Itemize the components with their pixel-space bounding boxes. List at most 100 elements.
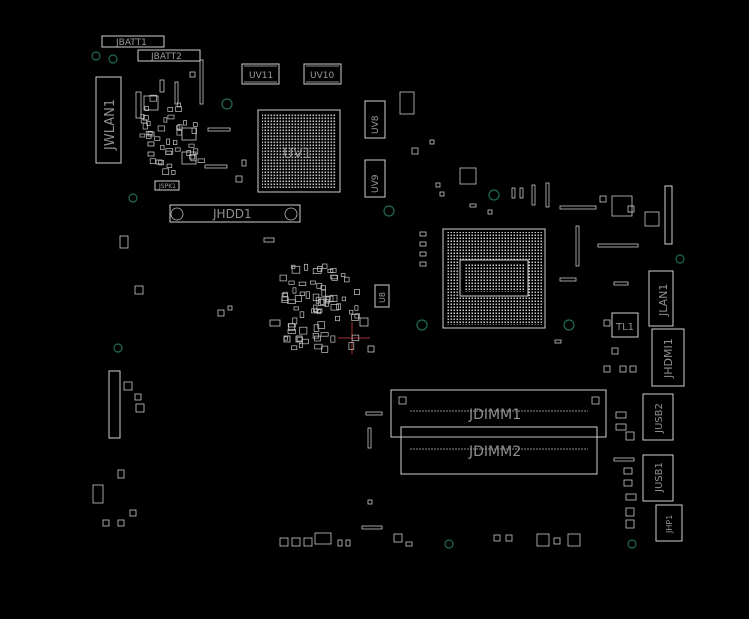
- smd-component: [146, 120, 151, 126]
- smd-component: [162, 168, 170, 175]
- smd-component: [354, 289, 360, 295]
- smd-component: [399, 91, 415, 115]
- jdimm1-slot[interactable]: JDIMM1: [390, 389, 607, 438]
- jhp1-connector[interactable]: JHP1: [655, 504, 683, 542]
- smd-component: [329, 294, 338, 302]
- cpu-bga-chip[interactable]: U1: [442, 228, 546, 329]
- smd-component: [321, 289, 326, 297]
- uv10-chip[interactable]: UV10: [303, 63, 342, 85]
- smd-component: [235, 175, 243, 183]
- jdimm2-slot[interactable]: JDIMM2: [400, 426, 598, 475]
- smd-component: [312, 332, 319, 339]
- smd-component: [174, 81, 179, 105]
- smd-component: [625, 507, 635, 517]
- jwlan1-label: JWLAN1: [103, 99, 118, 151]
- smd-component: [102, 519, 110, 527]
- smd-component: [459, 167, 477, 185]
- jhdd1-connector[interactable]: JHDD1: [169, 204, 301, 223]
- smd-component: [176, 129, 183, 136]
- jhdmi1-connector[interactable]: JHDMI1: [651, 328, 685, 387]
- jbatt1-connector[interactable]: JBATT1: [101, 35, 165, 48]
- smd-component: [154, 136, 161, 141]
- smd-component: [597, 243, 639, 248]
- smd-component: [531, 184, 536, 206]
- jusb2-label: JUSB2: [654, 403, 665, 434]
- jusb2-connector[interactable]: JUSB2: [642, 393, 674, 441]
- smd-component: [279, 537, 289, 547]
- smd-component: [298, 281, 307, 286]
- smd-component: [625, 431, 635, 441]
- smd-component: [177, 124, 183, 131]
- uv1-bga-chip[interactable]: UV1: [257, 109, 341, 193]
- smd-component: [553, 537, 561, 545]
- tl1-label: TL1: [615, 322, 634, 333]
- smd-component: [166, 163, 173, 168]
- smd-component: [340, 273, 346, 277]
- smd-component: [365, 411, 383, 416]
- uv11-chip[interactable]: UV11: [241, 63, 280, 85]
- smd-component: [294, 295, 302, 302]
- uv9-chip[interactable]: UV9: [364, 159, 386, 198]
- uv8-chip[interactable]: UV8: [364, 100, 386, 139]
- smd-component: [291, 265, 301, 274]
- smd-component: [330, 268, 337, 273]
- smd-component: [312, 293, 320, 302]
- tl1-transformer[interactable]: TL1: [611, 312, 639, 338]
- smd-component: [325, 295, 334, 303]
- uv1-label: UV1: [283, 146, 312, 162]
- smd-component: [149, 94, 157, 102]
- smd-component: [351, 334, 360, 342]
- smd-component: [341, 296, 346, 302]
- jlan1-connector[interactable]: JLAN1: [648, 270, 674, 327]
- smd-component: [419, 231, 427, 237]
- smd-component: [174, 147, 181, 152]
- left-edge-connector[interactable]: [108, 370, 121, 439]
- jspk1-label: JSPK1: [158, 183, 176, 190]
- smd-component: [348, 342, 355, 350]
- smd-component: [292, 287, 297, 294]
- smd-component: [287, 329, 296, 334]
- smd-component: [331, 275, 338, 281]
- smd-component: [439, 191, 445, 197]
- jspk1-connector[interactable]: JSPK1: [154, 180, 180, 191]
- smd-component: [157, 125, 166, 132]
- smd-component: [279, 274, 287, 282]
- jbatt2-connector[interactable]: JBATT2: [137, 49, 201, 62]
- jusb1-connector[interactable]: JUSB1: [642, 454, 674, 502]
- smd-component: [199, 59, 204, 105]
- smd-component: [305, 291, 310, 299]
- smd-component: [419, 261, 427, 267]
- jwlan1-connector[interactable]: JWLAN1: [95, 76, 122, 164]
- smd-component: [559, 277, 577, 282]
- uv11-label: UV11: [249, 71, 273, 81]
- smd-component: [143, 115, 149, 121]
- smd-component: [320, 285, 326, 290]
- smd-component: [322, 263, 328, 269]
- right-edge-connector[interactable]: [664, 185, 673, 245]
- smd-component: [166, 138, 171, 145]
- smd-component: [627, 205, 635, 213]
- u8-chip[interactable]: U8: [374, 284, 390, 308]
- smd-component: [429, 139, 435, 145]
- smd-component: [487, 209, 493, 215]
- smd-component: [567, 533, 581, 547]
- smd-component: [313, 304, 318, 312]
- smd-component: [190, 154, 197, 162]
- smd-component: [603, 319, 611, 327]
- smd-component: [189, 71, 196, 78]
- smd-component: [281, 293, 288, 301]
- smd-component: [291, 264, 296, 269]
- smd-component: [123, 381, 133, 391]
- smd-component: [336, 303, 342, 310]
- smd-component: [613, 457, 635, 462]
- smd-component: [310, 280, 316, 285]
- smd-component: [367, 427, 372, 449]
- smd-component: [117, 519, 125, 527]
- smd-component: [367, 499, 373, 505]
- smd-component: [287, 299, 296, 304]
- smd-component: [192, 122, 198, 127]
- uv10-label: UV10: [310, 71, 334, 81]
- smd-component: [317, 266, 323, 272]
- smd-component: [349, 309, 354, 315]
